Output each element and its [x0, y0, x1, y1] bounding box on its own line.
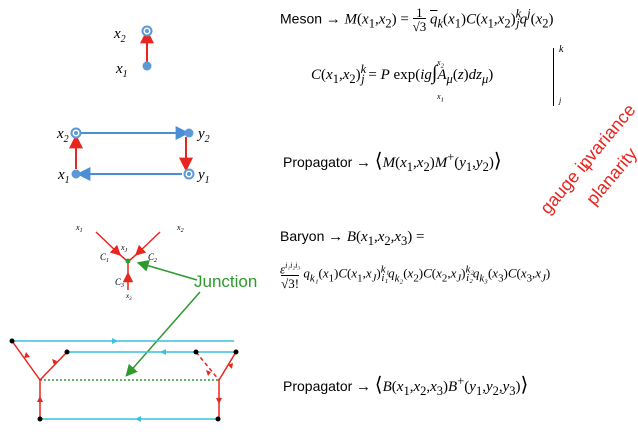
- wilson-line-equation: C(x1,x2)kj = P exp(ig∫Aμ(z)dzμ): [311, 62, 494, 86]
- svg-text:x1: x1: [57, 167, 70, 186]
- meson-propagator-equation: Propagator → ⟨M(x1,x2)M+(y1,y2)⟩: [283, 150, 502, 174]
- svg-text:y2: y2: [196, 126, 210, 145]
- svg-text:C2: C2: [148, 252, 157, 264]
- svg-text:C1: C1: [100, 252, 109, 264]
- svg-text:C3: C3: [115, 277, 124, 289]
- x2-label: x2: [113, 26, 126, 45]
- svg-text:x1: x1: [75, 223, 83, 234]
- svg-text:xJ: xJ: [120, 243, 128, 254]
- baryon-diagram: x1 x2 xJ x3 C1 C2 C3: [75, 223, 184, 302]
- svg-text:x2: x2: [56, 126, 69, 145]
- meson-propagator-diagram: x2 y2 x1 y1: [56, 126, 210, 186]
- svg-text:x2: x2: [176, 223, 184, 234]
- x1-label: x1: [115, 61, 128, 80]
- baryon-equation-body: εi₁i₂i₃√3! qk₁(x1)C(x1,xJ)k₁i₁qk₂(x2)C(x…: [280, 261, 551, 292]
- meson-diagram: x2 x1: [113, 25, 154, 80]
- junction-label: Junction: [194, 272, 258, 291]
- svg-text:x3: x3: [125, 292, 132, 302]
- eval-bar: [553, 48, 556, 106]
- junction-arrow-bottom: [125, 291, 201, 377]
- meson-equation: Meson → M(x1,x2) = 1√3 qk(x1)C(x1,x2)kjq…: [280, 5, 554, 34]
- baryon-equation: Baryon → B(x1,x2,x3) =: [280, 228, 425, 248]
- baryon-propagator-diagram: [9, 338, 239, 422]
- baryon-propagator-equation: Propagator → ⟨B(x1,x2,x3)B+(y1,y2,y3)⟩: [283, 374, 529, 398]
- quark-vertex: [142, 61, 152, 71]
- junction-point: [125, 258, 131, 264]
- junction-arrow-top: [136, 259, 198, 281]
- svg-text:y1: y1: [196, 167, 210, 186]
